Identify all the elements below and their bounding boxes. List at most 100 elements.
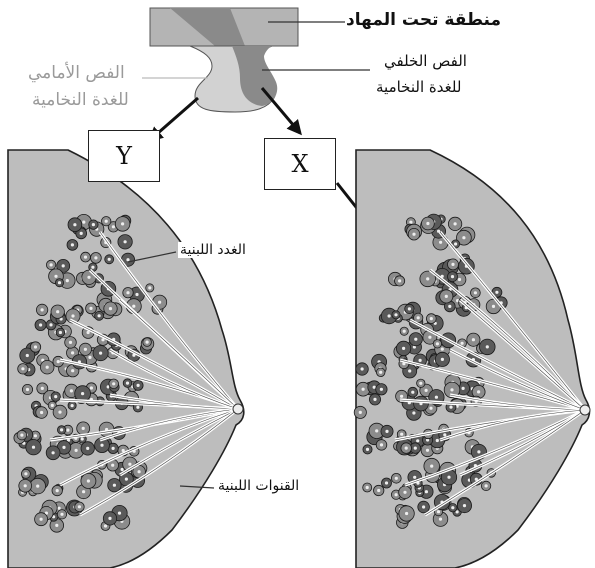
lobule-lumen — [419, 382, 422, 385]
lobule-lumen — [56, 489, 59, 492]
label-posterior-line1: الفص الخلفي — [384, 52, 467, 70]
lobule-lumen — [439, 241, 442, 244]
lobule-lumen — [51, 404, 54, 407]
lobule-lumen — [55, 524, 58, 527]
lobule-lumen — [124, 240, 127, 243]
lobule-lumen — [472, 338, 475, 341]
lobule-lumen — [462, 387, 465, 390]
lobule-lumen — [39, 323, 42, 326]
lobule-lumen — [430, 465, 433, 468]
lobule-lumen — [450, 388, 453, 391]
lobule-lumen — [126, 258, 129, 261]
lobule-lumen — [90, 386, 93, 389]
lobule-lumen — [60, 513, 63, 516]
lobule-lumen — [451, 506, 454, 509]
label-anterior-line1: الفص الأمامي — [28, 63, 125, 83]
lobule-lumen — [41, 308, 44, 311]
lobule-lumen — [34, 345, 37, 348]
lobule-lumen — [463, 504, 466, 507]
lobule-lumen — [485, 484, 488, 487]
left-breast — [8, 150, 244, 568]
right-nipple — [580, 405, 590, 415]
lobule-lumen — [84, 348, 87, 351]
lobule-lumen — [419, 359, 422, 362]
lobule-lumen — [49, 323, 52, 326]
lobule-lumen — [118, 511, 121, 514]
lobule-lumen — [428, 336, 431, 339]
lobule-lumen — [21, 367, 24, 370]
lobule-lumen — [138, 470, 141, 473]
lobule-lumen — [416, 439, 419, 442]
lobule-lumen — [425, 490, 428, 493]
left-nipple — [233, 404, 243, 414]
lobule-lumen — [359, 411, 362, 414]
lobule-lumen — [108, 258, 111, 261]
lobule-lumen — [395, 493, 398, 496]
lobule-lumen — [146, 341, 149, 344]
lobule-lumen — [109, 307, 112, 310]
lobule-lumen — [46, 366, 49, 369]
label-hypothalamus: منطقة تحت المهاد — [346, 10, 501, 30]
lobule-lumen — [417, 316, 420, 319]
lobule-lumen — [66, 279, 69, 282]
lobule-lumen — [425, 389, 428, 392]
lobule-lumen — [373, 386, 376, 389]
lobule-lumen — [92, 223, 95, 226]
lobule-lumen — [82, 427, 85, 430]
lobule-lumen — [362, 388, 365, 391]
lobule-lumen — [71, 404, 74, 407]
lobule-lumen — [437, 510, 440, 513]
lobule-lumen — [56, 310, 59, 313]
lobule-lumen — [426, 277, 429, 280]
lobule-lumen — [445, 295, 448, 298]
lobule-lumen — [71, 314, 74, 317]
lobule-lumen — [385, 481, 388, 484]
lobule-lumen — [385, 430, 388, 433]
lobule-lumen — [462, 236, 465, 239]
lobule-lumen — [104, 524, 107, 527]
lobule-lumen — [24, 472, 27, 475]
lobule-lumen — [71, 351, 74, 354]
lobule-lumen — [73, 223, 76, 226]
lobule-lumen — [451, 275, 454, 278]
lobule-lumen — [75, 449, 78, 452]
lobule-lumen — [411, 391, 414, 394]
lobule-lumen — [108, 517, 111, 520]
lobule-lumen — [87, 331, 90, 334]
lobule-lumen — [132, 305, 135, 308]
lobule-lumen — [71, 369, 74, 372]
lobule-lumen — [126, 291, 129, 294]
lobule-lumen — [20, 434, 23, 437]
lobule-lumen — [436, 342, 439, 345]
lobule-lumen — [135, 293, 138, 296]
lobule-lumen — [113, 484, 116, 487]
lobule-lumen — [475, 478, 478, 481]
lobule-lumen — [400, 433, 403, 436]
lobule-lumen — [105, 220, 108, 223]
lobule-lumen — [24, 484, 27, 487]
lobule-lumen — [121, 222, 124, 225]
lobule-lumen — [400, 395, 403, 398]
lobule-lumen — [112, 382, 115, 385]
lobule-lumen — [414, 447, 417, 450]
lobule-lumen — [379, 371, 382, 374]
lobule-lumen — [380, 388, 383, 391]
lobule-lumen — [54, 275, 57, 278]
lobule-lumen — [91, 266, 94, 269]
lobule-lumen — [69, 341, 72, 344]
lobule-lumen — [443, 433, 446, 436]
lobule-lumen — [413, 476, 416, 479]
lobule-lumen — [409, 221, 412, 224]
lobule-lumen — [40, 518, 43, 521]
lobule-lumen — [41, 387, 44, 390]
lobule-lumen — [82, 221, 85, 224]
lobule-lumen — [52, 451, 55, 454]
lobule-lumen — [441, 348, 444, 351]
lobule-lumen — [99, 352, 102, 355]
lobule-lumen — [80, 232, 83, 235]
lobule-lumen — [394, 313, 397, 316]
lobule-lumen — [57, 360, 60, 363]
lobule-lumen — [54, 395, 57, 398]
hormone-box-x: X — [264, 138, 336, 190]
lobule-lumen — [100, 444, 103, 447]
